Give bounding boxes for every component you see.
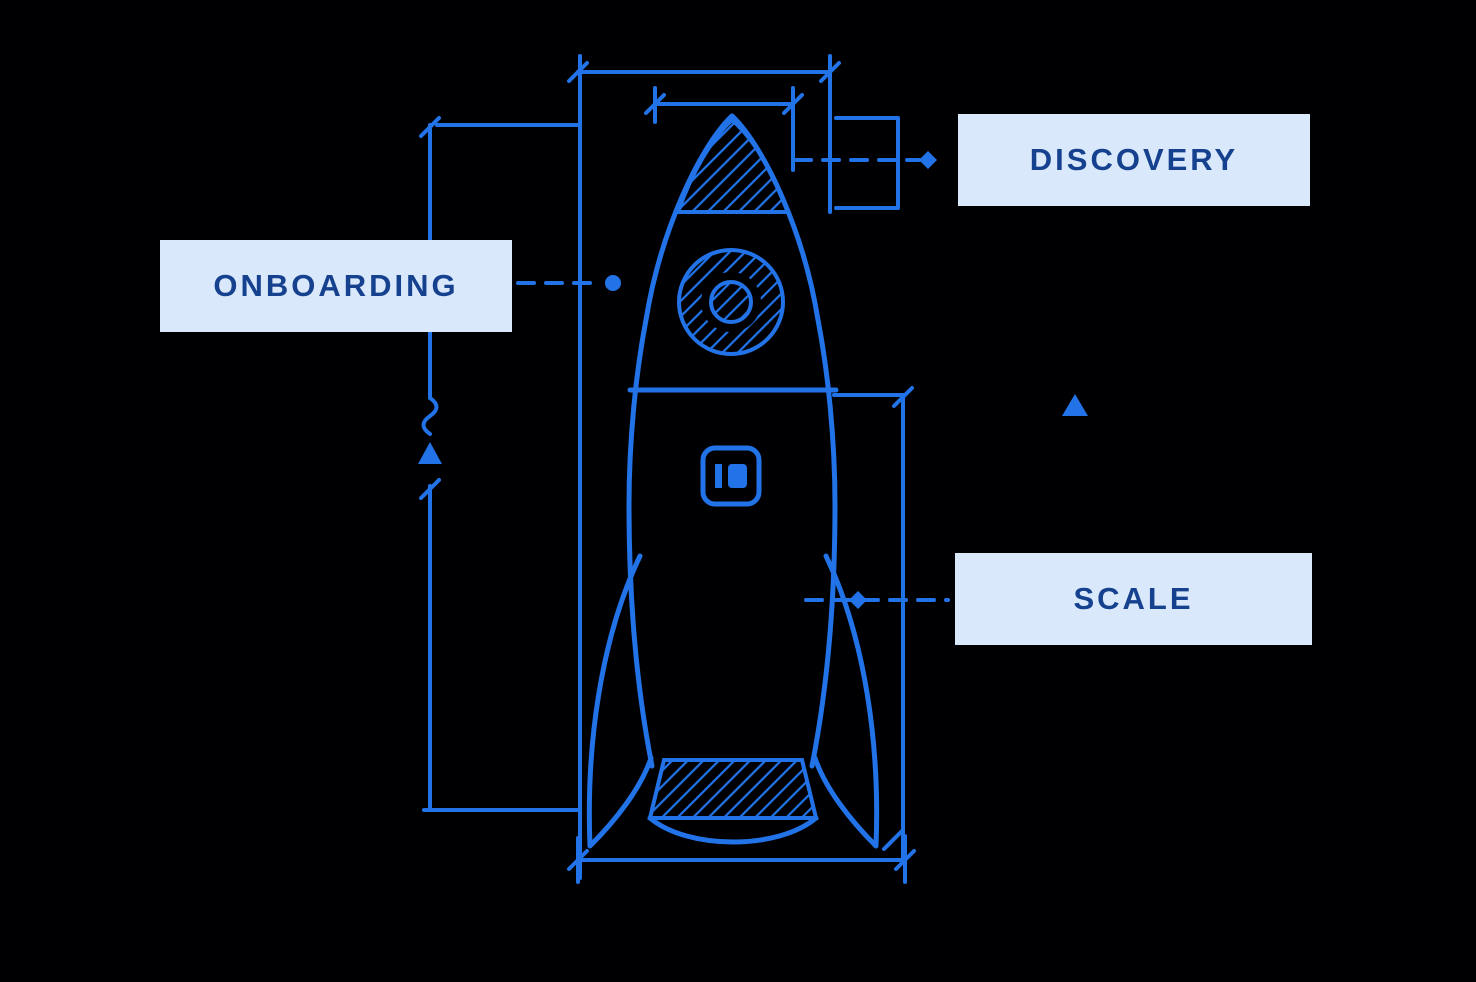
label-onboarding: ONBOARDING [160, 240, 512, 332]
triangle-marker-right [1062, 394, 1088, 416]
triangle-marker-left [418, 442, 442, 464]
leader-marker-scale [849, 591, 867, 609]
bracket-discovery [834, 116, 900, 210]
porthole [677, 248, 785, 356]
leader-onboarding [516, 275, 621, 291]
label-discovery-text: DISCOVERY [1029, 142, 1239, 177]
leader-discovery [793, 151, 937, 169]
label-discovery: DISCOVERY [958, 114, 1310, 206]
break-mark [421, 396, 439, 436]
leader-marker-onboarding [605, 275, 621, 291]
engine-base [647, 758, 819, 820]
leader-scale [804, 591, 950, 609]
label-onboarding-text: ONBOARDING [213, 268, 459, 303]
label-scale-text: SCALE [1073, 581, 1194, 616]
logo-icon [700, 445, 762, 507]
tick [567, 61, 589, 83]
tick [882, 829, 904, 851]
fin-left [586, 553, 654, 849]
tick [892, 386, 914, 408]
tick [419, 478, 441, 500]
label-scale: SCALE [955, 553, 1312, 645]
fin-right [812, 553, 880, 849]
rocket-illustration [586, 113, 880, 849]
engine-skirt [647, 815, 819, 845]
leader-marker-discovery [919, 151, 937, 169]
nose-cone [675, 117, 791, 214]
tick [419, 116, 441, 138]
